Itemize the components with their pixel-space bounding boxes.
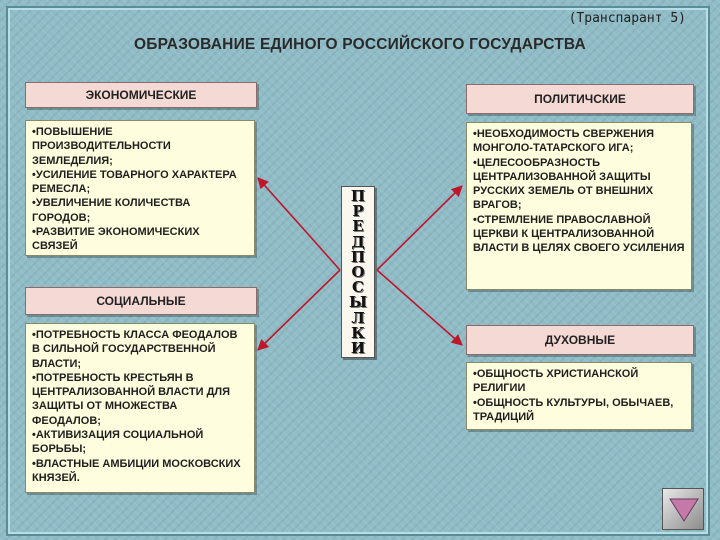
- triangle-down-icon: [669, 498, 699, 522]
- list-item: УВЕЛИЧЕНИЕ КОЛИЧЕСТВА ГОРОДОВ;: [32, 196, 248, 225]
- page-title: ОБРАЗОВАНИЕ ЕДИНОГО РОССИЙСКОГО ГОСУДАРС…: [134, 36, 586, 53]
- political-box: НЕОБХОДИМОСТЬ СВЕРЖЕНИЯ МОНГОЛО-ТАТАРСКО…: [466, 122, 692, 290]
- list-item: ПОВЫШЕНИЕ ПРОИЗВОДИТЕЛЬНОСТИ ЗЕМЛЕДЕЛИЯ;: [32, 125, 248, 168]
- list-item: ОБЩНОСТЬ ХРИСТИАНСКОЙ РЕЛИГИИ: [473, 367, 685, 396]
- list-item: ВЛАСТНЫЕ АМБИЦИИ МОСКОВСКИХ КНЯЗЕЙ.: [32, 457, 248, 486]
- economic-header: ЭКОНОМИЧЕСКИЕ: [25, 82, 257, 108]
- list-item: НЕОБХОДИМОСТЬ СВЕРЖЕНИЯ МОНГОЛО-ТАТАРСКО…: [473, 127, 685, 156]
- spiritual-box: ОБЩНОСТЬ ХРИСТИАНСКОЙ РЕЛИГИИОБЩНОСТЬ КУ…: [466, 362, 692, 430]
- list-item: ПОТРЕБНОСТЬ КЛАССА ФЕОДАЛОВ В СИЛЬНОЙ ГО…: [32, 328, 248, 371]
- social-header: СОЦИАЛЬНЫЕ: [25, 287, 257, 315]
- list-item: СТРЕМЛЕНИЕ ПРАВОСЛАВНОЙ ЦЕРКВИ К ЦЕНТРАЛ…: [473, 213, 685, 256]
- economic-box: ПОВЫШЕНИЕ ПРОИЗВОДИТЕЛЬНОСТИ ЗЕМЛЕДЕЛИЯ;…: [25, 120, 255, 256]
- arrow-to-economic: [257, 177, 341, 271]
- vertical-letter: И: [350, 338, 366, 357]
- list-item: ЦЕЛЕСООБРАЗНОСТЬ ЦЕНТРАЛИЗОВАННОЙ ЗАЩИТЫ…: [473, 156, 685, 213]
- list-item: ОБЩНОСТЬ КУЛЬТУРЫ, ОБЫЧАЕВ, ТРАДИЦИЙ: [473, 396, 685, 425]
- political-header: ПОЛИТИЧСКИЕ: [466, 84, 694, 114]
- list-item: УСИЛЕНИЕ ТОВАРНОГО ХАРАКТЕРА РЕМЕСЛА;: [32, 168, 248, 197]
- vertical-letter: К: [351, 323, 365, 342]
- vertical-letter: О: [351, 262, 365, 281]
- list-item: РАЗВИТИЕ ЭКОНОМИЧЕСКИХ СВЯЗЕЙ: [32, 225, 248, 254]
- vertical-letter: Ы: [348, 293, 368, 312]
- vertical-letter: Д: [351, 232, 365, 251]
- spiritual-header: ДУХОВНЫЕ: [466, 325, 694, 355]
- next-slide-button[interactable]: [662, 488, 704, 530]
- arrow-to-social: [257, 269, 341, 351]
- arrow-to-spiritual: [376, 269, 463, 346]
- vertical-letter: С: [352, 278, 364, 297]
- vertical-letter: Е: [352, 217, 364, 236]
- vertical-letter: Л: [351, 308, 365, 327]
- list-item: АКТИВИЗАЦИЯ СОЦИАЛЬНОЙ БОРЬБЫ;: [32, 428, 248, 457]
- vertical-letter: П: [350, 247, 366, 266]
- vertical-letter: П: [350, 187, 366, 205]
- list-item: ПОТРЕБНОСТЬ КРЕСТЬЯН В ЦЕНТРАЛИЗОВАННОЙ …: [32, 371, 248, 428]
- arrow-to-political: [376, 185, 463, 271]
- social-box: ПОТРЕБНОСТЬ КЛАССА ФЕОДАЛОВ В СИЛЬНОЙ ГО…: [25, 323, 255, 493]
- vertical-letter: Р: [352, 202, 364, 221]
- transparency-label: (Транспарант 5): [568, 11, 686, 26]
